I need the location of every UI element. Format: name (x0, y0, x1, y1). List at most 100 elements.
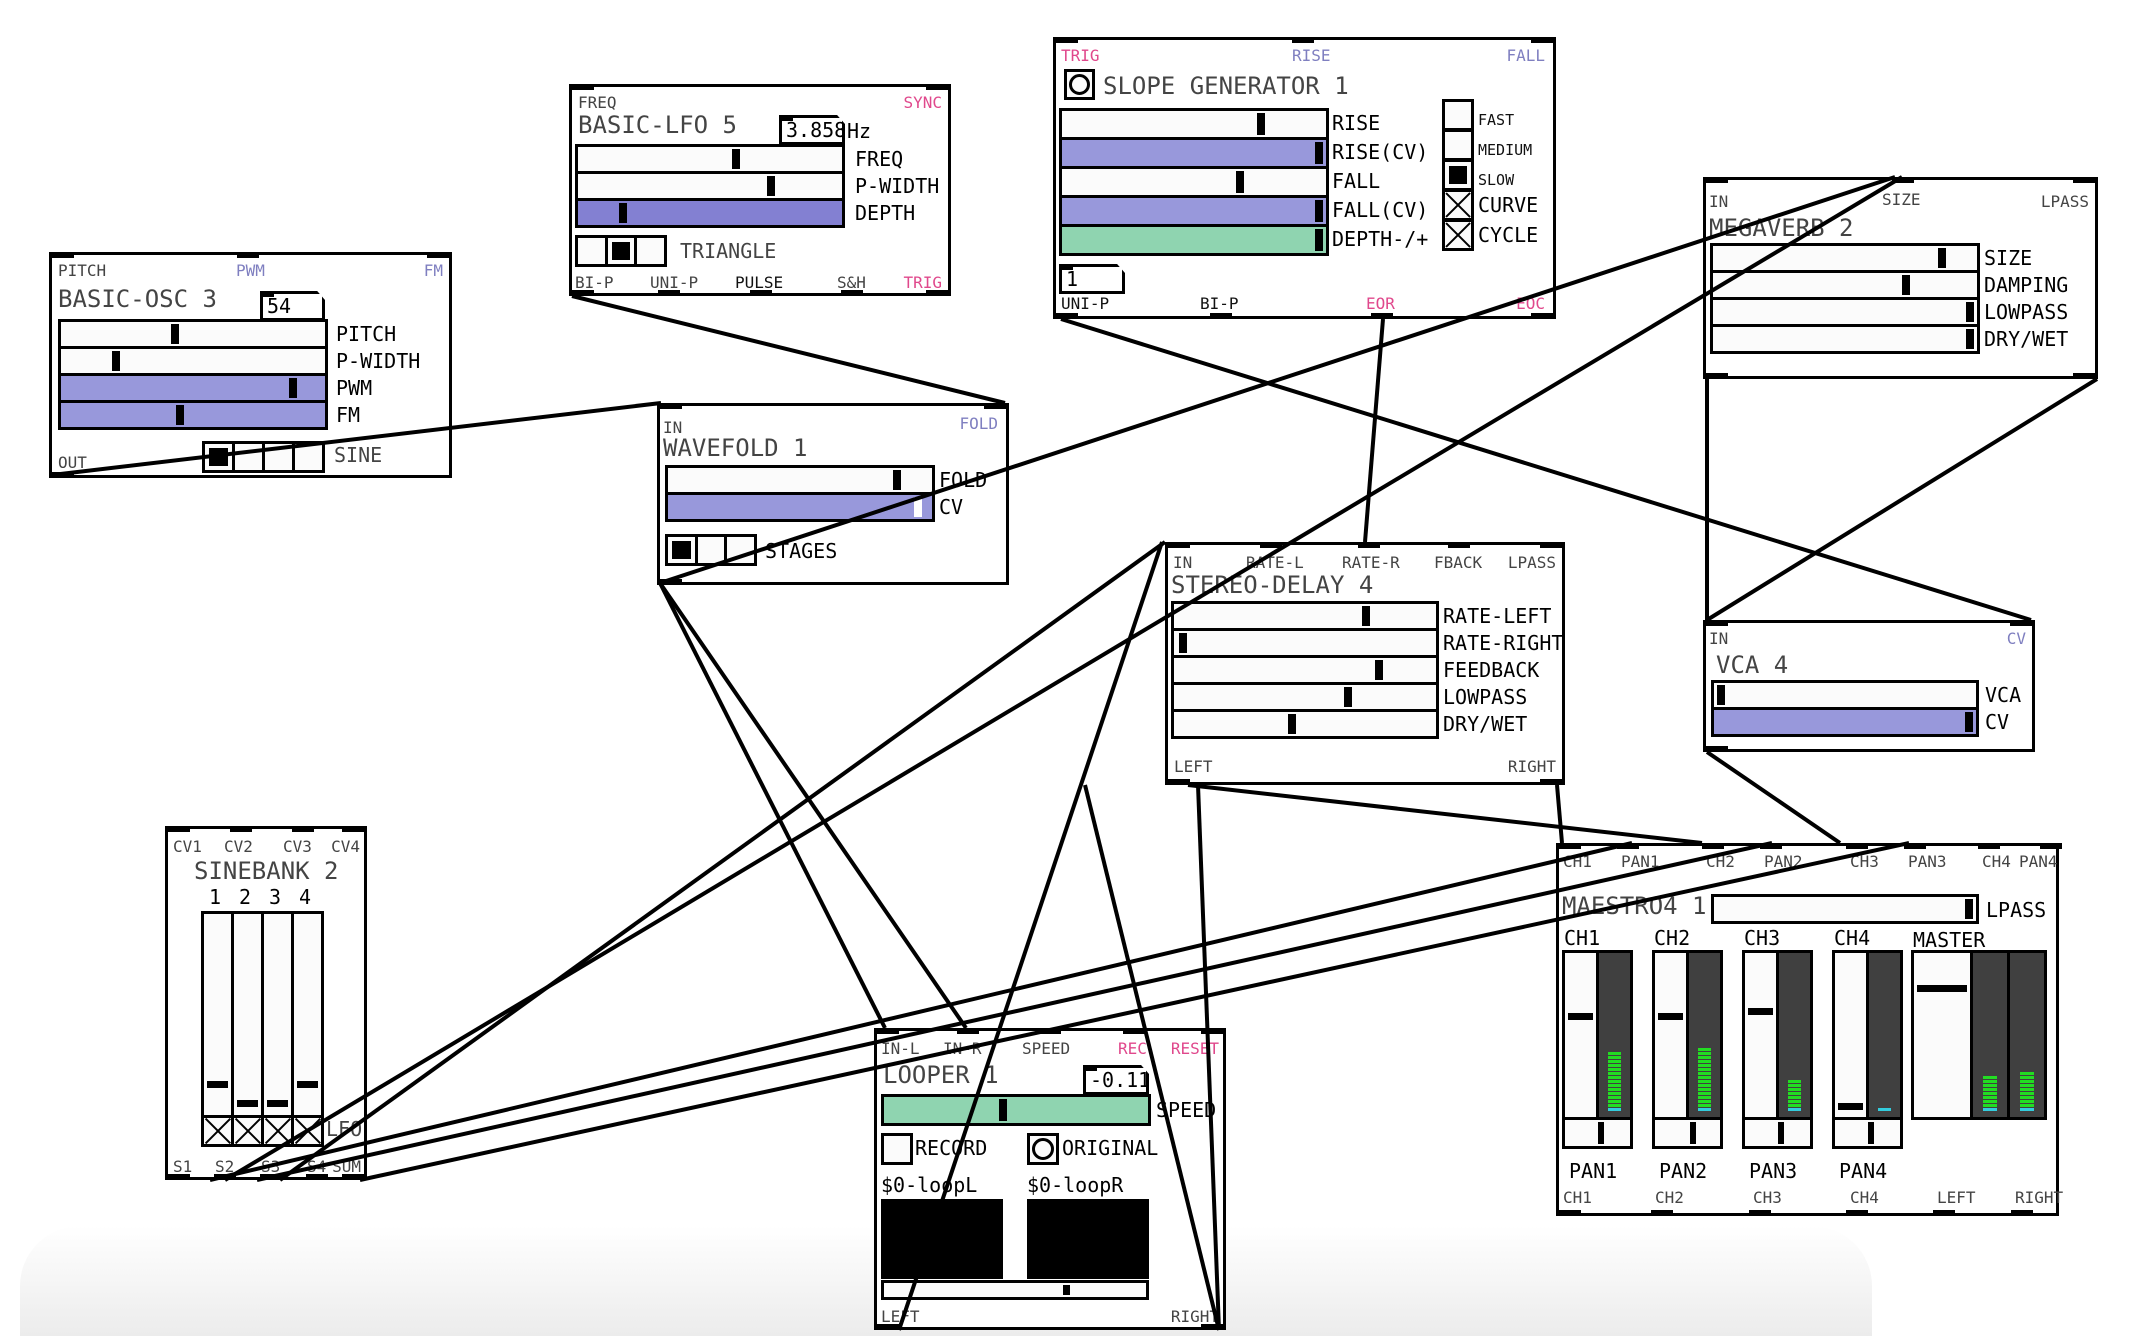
channel-fader[interactable] (1832, 950, 1869, 1120)
pan-handle[interactable] (1778, 1122, 1784, 1144)
outlet-bi-p[interactable] (1210, 313, 1232, 319)
inlet-ch2[interactable] (1702, 843, 1724, 849)
slider-rise[interactable] (1059, 108, 1329, 140)
position-slider[interactable] (881, 1280, 1149, 1300)
slider-dry-wet[interactable] (1710, 324, 1980, 354)
radio-cell[interactable] (235, 444, 265, 470)
inlet-in[interactable] (1706, 620, 1728, 626)
slider-handle[interactable] (1902, 275, 1911, 295)
inlet-rate-l[interactable] (1260, 542, 1282, 548)
inlet-in[interactable] (660, 403, 682, 409)
patch-cord[interactable] (1363, 318, 1385, 543)
inlet-pan2[interactable] (1760, 843, 1782, 849)
lfo-toggle[interactable] (231, 1115, 264, 1147)
slider-freq[interactable] (575, 144, 845, 174)
slider-handle[interactable] (1315, 229, 1324, 251)
slider-handle[interactable] (267, 1100, 288, 1108)
speed-option-medium[interactable] (1442, 129, 1474, 161)
waveform-radio[interactable] (202, 441, 325, 473)
slider-rate-left[interactable] (1171, 601, 1439, 631)
outlet-eor[interactable] (1371, 313, 1393, 319)
inlet-in-l[interactable] (877, 1028, 899, 1034)
outlet-left[interactable] (1933, 1210, 1955, 1216)
slider-handle[interactable] (1288, 714, 1297, 734)
inlet-cv2[interactable] (230, 826, 252, 832)
slider-handle[interactable] (112, 351, 121, 371)
slider-handle[interactable] (999, 1099, 1008, 1121)
module-basic-osc[interactable]: PITCH PWM FM BASIC-OSC 3 54 OUT SINE PIT… (49, 252, 452, 478)
inlet-in-r[interactable] (957, 1028, 979, 1034)
lpass-slider[interactable] (1711, 894, 1979, 924)
slider-handle[interactable] (1315, 142, 1324, 164)
speed-number-box[interactable]: -0.11 (1083, 1065, 1149, 1095)
outlet-right[interactable] (2073, 373, 2095, 379)
pan-handle[interactable] (1598, 1122, 1604, 1144)
slider-p-width[interactable] (575, 171, 845, 201)
slider-depth[interactable] (1059, 224, 1329, 256)
slider-handle[interactable] (893, 470, 902, 490)
slider-pitch[interactable] (58, 319, 328, 349)
speed-slider[interactable] (881, 1094, 1151, 1126)
pan-slider[interactable] (1652, 1117, 1723, 1149)
lfo-toggle[interactable] (261, 1115, 294, 1147)
fader-handle[interactable] (1838, 1102, 1863, 1110)
inlet-ch3[interactable] (1846, 843, 1868, 849)
radio-cell[interactable] (698, 537, 728, 563)
record-toggle[interactable] (881, 1133, 913, 1165)
slider-handle[interactable] (1966, 329, 1975, 349)
outlet-ch1[interactable] (1559, 1210, 1581, 1216)
pan-slider[interactable] (1562, 1117, 1633, 1149)
inlet-in[interactable] (1168, 542, 1190, 548)
inlet-ch1[interactable] (1559, 843, 1581, 849)
inlet-cv1[interactable] (168, 826, 190, 832)
lfo-toggle[interactable] (201, 1115, 234, 1147)
channel-slider[interactable] (201, 911, 234, 1118)
slider-fall-cv[interactable] (1059, 195, 1329, 227)
slider-handle[interactable] (1361, 606, 1370, 626)
slider-p-width[interactable] (58, 346, 328, 376)
slider-handle[interactable] (176, 405, 185, 425)
slider-handle[interactable] (1965, 899, 1974, 919)
slider-handle[interactable] (767, 176, 776, 196)
slider-lowpass[interactable] (1171, 682, 1439, 712)
inlet-fold[interactable] (984, 403, 1006, 409)
outlet-out[interactable] (1706, 746, 1728, 752)
slider-handle[interactable] (1236, 171, 1245, 193)
outlet-left[interactable] (1168, 779, 1190, 785)
fader-handle[interactable] (1748, 1008, 1773, 1016)
patch-cord[interactable] (658, 582, 887, 1029)
inlet-rec[interactable] (1123, 1028, 1145, 1034)
position-handle[interactable] (1063, 1285, 1071, 1295)
module-looper[interactable]: IN-L IN-R SPEED REC RESET LOOPER 1 -0.11… (874, 1028, 1226, 1330)
slider-vca[interactable] (1711, 680, 1979, 710)
radio-cell[interactable] (668, 537, 698, 563)
slider-handle[interactable] (1716, 685, 1725, 705)
inlet-fback[interactable] (1448, 542, 1470, 548)
inlet-fm[interactable] (427, 252, 449, 258)
slider-lowpass[interactable] (1710, 297, 1980, 327)
slider-handle[interactable] (731, 149, 740, 169)
slider-handle[interactable] (1374, 660, 1383, 680)
curve-toggle[interactable] (1442, 189, 1474, 221)
inlet-in[interactable] (1706, 177, 1728, 183)
outlet-ch3[interactable] (1749, 1210, 1771, 1216)
outlet-left[interactable] (1706, 373, 1728, 379)
inlet-ch4[interactable] (1978, 843, 2000, 849)
fader-handle[interactable] (1658, 1013, 1683, 1020)
inlet-cv3[interactable] (292, 826, 314, 832)
inlet-pan1[interactable] (1617, 843, 1639, 849)
slider-handle[interactable] (1344, 687, 1353, 707)
fader-handle[interactable] (1917, 985, 1967, 993)
slider-handle[interactable] (288, 378, 297, 398)
inlet-cv4[interactable] (342, 826, 364, 832)
slider-handle[interactable] (207, 1081, 228, 1089)
output-number-box[interactable]: 1 (1059, 264, 1125, 294)
slider-fold[interactable] (665, 465, 935, 495)
outlet-right[interactable] (2011, 1210, 2033, 1216)
slider-cv[interactable] (1711, 707, 1979, 737)
inlet-pitch[interactable] (52, 252, 74, 258)
patch-cord[interactable] (658, 581, 968, 1030)
slider-handle[interactable] (237, 1100, 258, 1108)
slider-handle[interactable] (913, 497, 922, 517)
